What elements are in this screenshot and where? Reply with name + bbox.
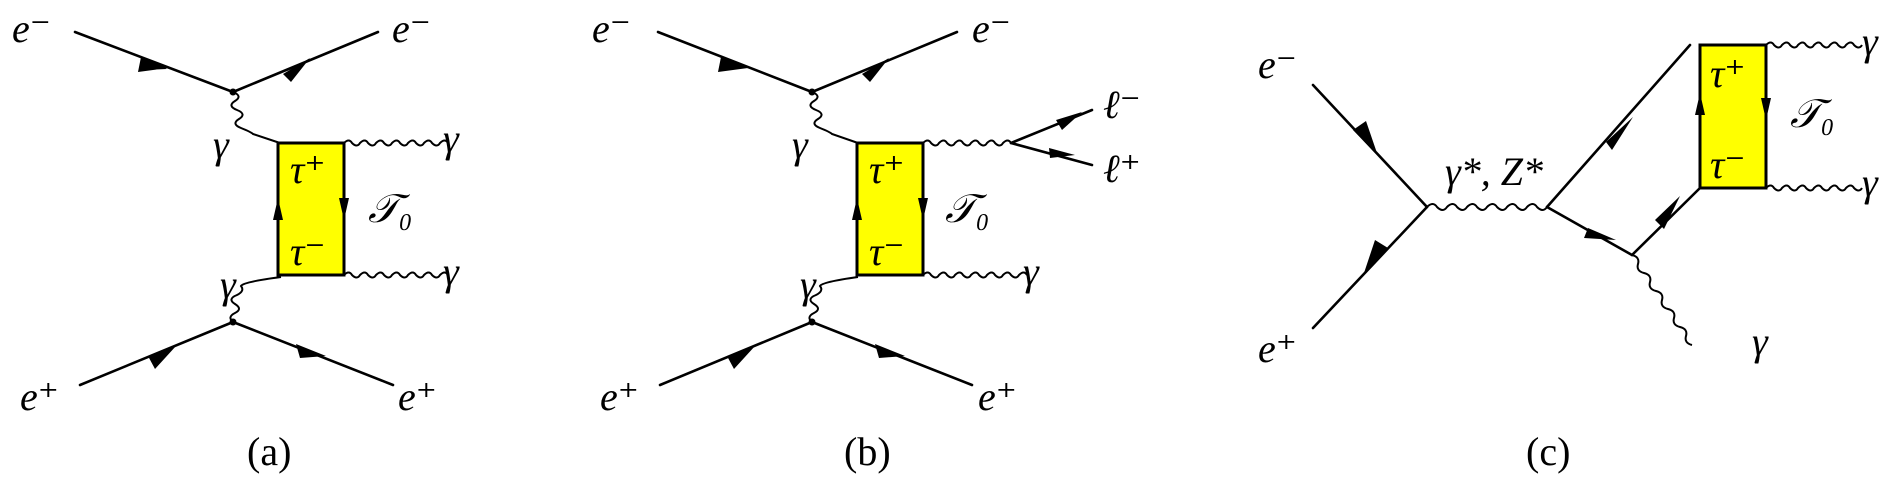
label-gamma-top: γ [792,122,809,167]
label-tau-minus: τ⁻ [869,229,904,274]
fermion-arrow [875,344,905,358]
label-e-minus-out: e⁻ [972,6,1011,51]
photon-line [922,139,1012,147]
photon-line [809,91,859,144]
fermion-arrow [852,198,862,220]
fermion-arrow [1056,112,1082,130]
photon-line [922,271,1028,279]
fermion-arrow [1655,196,1680,229]
label-out-gamma-top: γ [1862,19,1879,64]
fermion-arrow [1761,98,1771,120]
fermion-arrow [918,198,928,220]
label-lepton-plus: ℓ⁺ [1103,146,1141,191]
fermion-arrow [1049,148,1075,158]
fermion-arrow [727,346,755,369]
label-e-plus-in: e⁺ [600,374,639,419]
label-gamma-top: γ [213,122,230,167]
label-lepton-minus: ℓ⁻ [1103,82,1141,127]
label-out-gamma-bot: γ [443,249,460,294]
label-tau-plus: τ⁺ [1710,51,1745,96]
fermion-arrow [148,346,176,369]
photon-line [229,276,282,323]
label-gamma-bot: γ [800,262,817,307]
tau-loop-box [855,141,925,277]
diagram-c: e⁻ e⁺ γ*, Z* γ γ γ τ⁺ τ⁻ 𝒯₀ (c) [1258,19,1879,474]
fermion-arrow [283,58,310,82]
fermion-arrow [718,57,748,72]
fermion-arrow [296,344,326,358]
label-out-gamma-top: γ [443,116,460,161]
diagram-a: e⁻ e⁻ e⁺ e⁺ γ γ γ γ τ⁺ τ⁻ 𝒯₀ (a) [12,6,460,474]
electron-in-line [73,30,235,94]
caption-b: (b) [844,429,891,474]
lepton-minus-line [1009,108,1094,145]
label-e-minus-in: e⁻ [12,6,51,51]
caption-c: (c) [1526,429,1570,474]
label-bound-state: 𝒯₀ [945,186,990,231]
fermion-arrow [862,58,889,82]
fermion-arrow [1353,121,1378,156]
label-tau-minus: τ⁻ [1710,142,1745,187]
label-e-plus-out: e⁺ [978,374,1017,419]
label-tau-plus: τ⁺ [869,147,904,192]
photon-line [1765,41,1863,49]
fermion-arrow [1606,117,1633,150]
tau-loop-box [1698,43,1768,190]
label-bound-state: 𝒯₀ [368,186,413,231]
label-e-minus-out: e⁻ [392,6,431,51]
label-e-plus: e⁺ [1258,326,1297,371]
electron-in-line [656,30,814,94]
fermion-arrow [339,198,349,220]
label-bound-state: 𝒯₀ [1790,91,1835,136]
photon-line [343,139,449,147]
label-radiated-gamma: γ [1752,319,1769,364]
tau-line [1545,43,1692,209]
fermion-arrow [1363,240,1388,276]
label-gamma-bot: γ [220,262,237,307]
diagram-b: e⁻ e⁻ e⁺ e⁺ γ γ ℓ⁻ ℓ⁺ γ τ⁺ τ⁻ 𝒯₀ (b) [592,6,1141,474]
label-e-plus-in: e⁺ [20,374,59,419]
fermion-arrow [1584,228,1616,240]
label-out-gamma-bot: γ [1862,160,1879,205]
fermion-arrow [138,57,168,72]
label-propagator: γ*, Z* [1445,149,1543,194]
photon-line [1765,184,1863,192]
photon-line [230,91,281,144]
fermion-arrow [1695,93,1705,115]
label-e-minus: e⁻ [1258,42,1297,87]
label-e-plus-out: e⁺ [398,374,437,419]
label-e-minus-in: e⁻ [592,6,631,51]
tau-loop-box [276,141,346,277]
photon-line [808,276,859,323]
label-tau-minus: τ⁻ [290,229,325,274]
label-out-gamma-bot: γ [1023,249,1040,294]
label-tau-plus: τ⁺ [290,147,325,192]
photon-line [343,271,449,279]
fermion-arrow [273,198,283,220]
propagator-line [1426,203,1548,211]
photon-line [1631,254,1693,346]
caption-a: (a) [247,429,291,474]
